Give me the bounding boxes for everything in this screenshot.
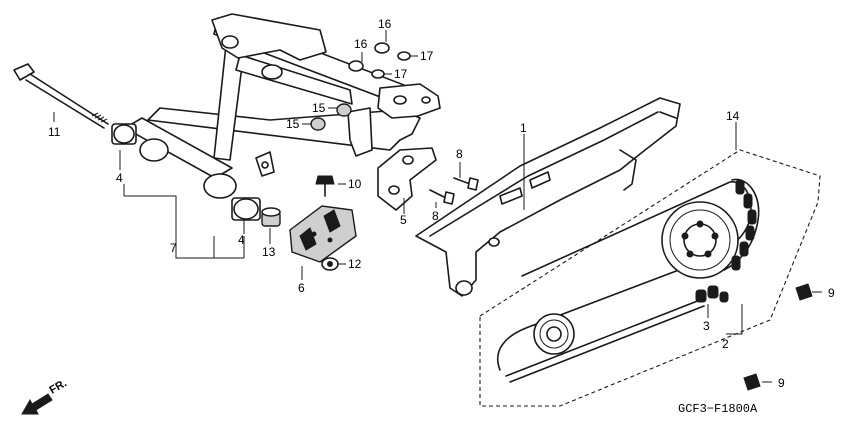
callout-9-upper: 9	[828, 286, 835, 300]
flange-nut-12	[321, 257, 339, 271]
callout-10: 10	[348, 177, 362, 191]
washer-17-a	[371, 69, 385, 79]
nut-16-b	[374, 42, 390, 54]
bolt-10	[315, 175, 335, 197]
nut-15-lower	[310, 117, 326, 131]
callout-16-a: 16	[354, 37, 368, 51]
callout-11: 11	[48, 125, 61, 139]
chain-guide-bracket	[377, 147, 437, 211]
front-direction-arrow-icon	[21, 393, 53, 415]
nut-16-a	[348, 60, 364, 72]
callout-13: 13	[262, 245, 276, 259]
callout-16-b: 16	[378, 17, 392, 31]
callout-17-a: 17	[394, 67, 408, 81]
callout-15-upper: 15	[312, 101, 326, 115]
bolt-9-lower	[743, 373, 761, 391]
callout-17-b: 17	[420, 49, 434, 63]
drive-chain-kit-outline	[479, 149, 821, 407]
collar	[261, 207, 281, 227]
callout-14: 14	[726, 109, 740, 123]
callout-3: 3	[703, 319, 710, 333]
front-sprocket	[533, 313, 575, 355]
callout-7: 7	[170, 241, 177, 255]
callout-8-lower: 8	[432, 209, 439, 223]
nut-15-upper	[336, 103, 352, 117]
callout-15-lower: 15	[286, 117, 300, 131]
leader-lines	[53, 30, 822, 383]
pivot-bushing-lower	[231, 197, 261, 221]
callout-8-upper: 8	[456, 147, 463, 161]
callout-12: 12	[348, 257, 362, 271]
pivot-bushing-upper	[111, 123, 137, 145]
chain-link-run	[731, 179, 757, 271]
callout-9-lower: 9	[778, 376, 785, 390]
bolt-8-upper	[453, 177, 479, 191]
front-direction-label: FR.	[48, 377, 69, 396]
chain-slider	[289, 205, 357, 263]
bolt-9-upper	[795, 283, 813, 301]
swingarm	[124, 13, 441, 199]
callout-4-lower: 4	[238, 233, 245, 247]
diagram-code: GCF3−F1800A	[678, 402, 758, 416]
washer-17-b	[397, 51, 411, 61]
callout-4-upper: 4	[116, 171, 123, 185]
callout-1: 1	[520, 121, 527, 135]
chain-case	[415, 97, 681, 297]
pivot-bolt	[13, 63, 109, 129]
chain-master-link	[695, 285, 729, 303]
callout-6: 6	[298, 281, 305, 295]
rear-sprocket	[661, 201, 739, 279]
callout-5: 5	[400, 213, 407, 227]
callout-2: 2	[722, 337, 729, 351]
bolt-8-lower	[429, 189, 455, 205]
